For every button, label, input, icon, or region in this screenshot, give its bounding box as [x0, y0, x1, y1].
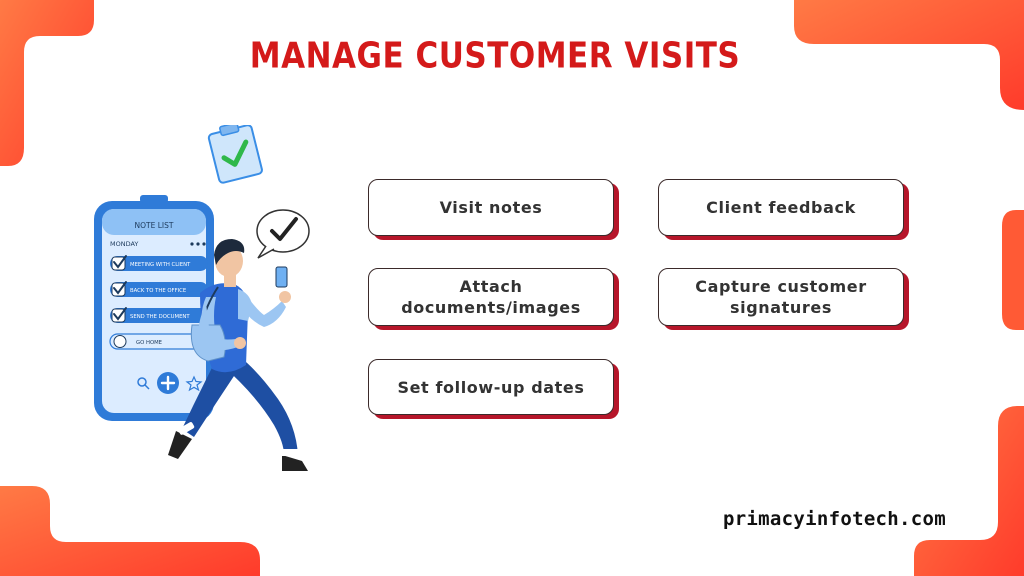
- feature-card-client-feedback: Client feedback: [658, 179, 904, 236]
- page-title: MANAGE CUSTOMER VISITS: [249, 35, 741, 77]
- corner-decoration-top-right: [794, 0, 1024, 110]
- corner-decoration-top-left: [0, 0, 94, 166]
- running-man-figure: [168, 239, 308, 471]
- feature-card-follow-up-dates: Set follow-up dates: [368, 359, 614, 415]
- phone-item-2: BACK TO THE OFFICE: [130, 288, 187, 294]
- phone-header-text: NOTE LIST: [135, 221, 174, 230]
- feature-card-capture-signatures: Capture customer signatures: [658, 268, 904, 326]
- feature-card-visit-notes: Visit notes: [368, 179, 614, 236]
- speech-bubble-check-icon: [256, 209, 310, 259]
- corner-decoration-bottom-right: [914, 406, 1024, 576]
- phone-item-1: MEETING WITH CLIENT: [130, 262, 191, 268]
- corner-decoration-bottom-left: [0, 486, 260, 576]
- illustration: NOTE LIST MONDAY MEETING WITH CLIENT BAC…: [94, 125, 310, 471]
- corner-decoration-right-middle: [1002, 210, 1024, 330]
- brand-website: primacyinfotech.com: [722, 508, 946, 530]
- clipboard-check-icon: [207, 125, 263, 184]
- feature-card-attach-documents: Attach documents/images: [368, 268, 614, 326]
- phone-item-3: SEND THE DOCUMENT: [130, 314, 190, 320]
- phone-item-4: GO HOME: [136, 340, 163, 346]
- phone-day-text: MONDAY: [110, 240, 138, 248]
